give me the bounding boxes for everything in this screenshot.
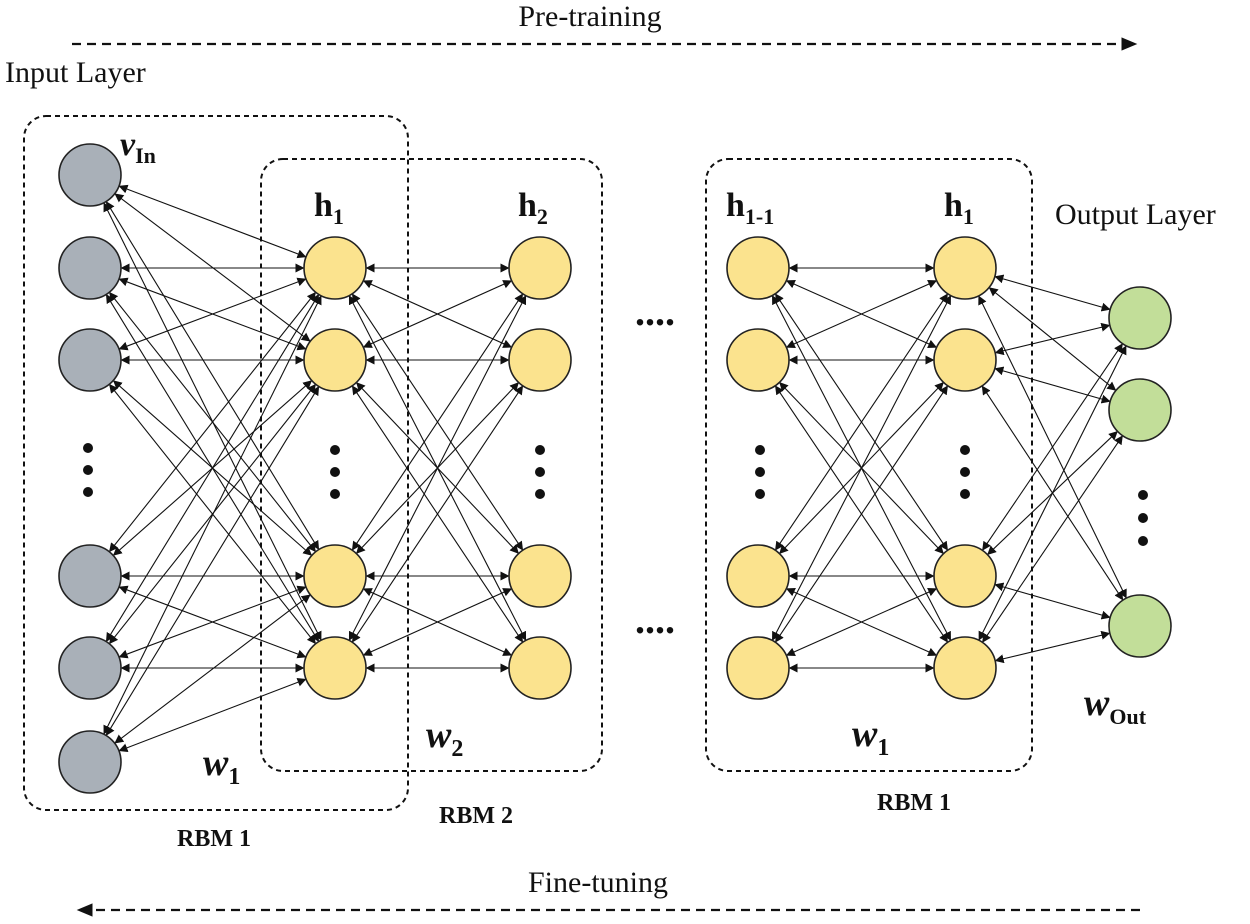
h1-right-node-4 [933,636,997,700]
h1-left-node-4 [303,636,367,700]
w2-label: w2 [426,714,463,762]
h1-right-node-1 [933,236,997,300]
h1-right-ellipsis-dot-2 [960,467,970,477]
connection-input-h1-0 [118,184,307,259]
output-layer-label: Output Layer [1055,198,1216,231]
h1-left-ellipsis-dot-1 [330,445,340,455]
rbm2-label: RBM 2 [439,803,513,829]
h1-right-ellipsis-dot-1 [960,445,970,455]
h2-node-4 [508,636,572,700]
h2-node-1 [508,236,572,300]
output-ellipsis-dot-3 [1138,536,1148,546]
pretraining-label: Pre-training [518,0,661,33]
connection-input-h1-2 [105,201,320,550]
output-node-2 [1108,378,1172,442]
h2-label: h2 [518,187,548,229]
output-ellipsis-dot-1 [1138,490,1148,500]
connection-input-h1-22 [114,594,311,744]
h2-ellipsis-dot-3 [535,489,545,499]
connection-h1-out-11 [994,630,1111,664]
connection-h1-out-10 [981,435,1124,643]
connection-input-h1-23 [118,677,307,753]
connection-h1-out-8 [994,582,1111,620]
h1-left-ellipsis-dot-3 [330,489,340,499]
rbm1-left-box [23,115,409,811]
input-node-3 [58,328,122,392]
input-node-1 [58,143,122,207]
hl-minus-1-node-4 [726,636,790,700]
hl-minus-1-ellipsis-dot-1 [755,445,765,455]
h1-left-label: h1 [314,187,344,229]
h1-left-ellipsis-dot-2 [330,467,340,477]
hl-minus-1-node-2 [726,328,790,392]
connection-input-h1-21 [105,386,320,736]
input-node-2 [58,236,122,300]
h1-right-node-3 [933,544,997,608]
h1-left-node-3 [303,544,367,608]
output-ellipsis-dot-2 [1138,513,1148,523]
vertical-ellipses [83,443,1148,546]
hl-minus-1-ellipsis-dot-2 [755,467,765,477]
input-layer-label: Input Layer [5,56,146,89]
hl-minus-1-node-1 [726,236,790,300]
h1-right-ellipsis-dot-3 [960,489,970,499]
connection-h1-h2-14 [362,588,513,656]
ellipsis-bottom: .... [635,597,675,642]
connection-h1-out-4 [994,366,1111,404]
h1-left-node-1 [303,236,367,300]
h1-right-node-2 [933,328,997,392]
connection-h1-out-9 [978,345,1127,641]
connections [103,184,1127,753]
w1-right-label: w1 [852,713,889,761]
input-node-5 [58,636,122,700]
output-node-3 [1108,594,1172,658]
connection-h1-out-3 [994,322,1111,356]
hl-minus-1-label: h1-1 [726,187,774,229]
hl-minus-1-node-3 [726,544,790,608]
input-node-4 [58,544,122,608]
ellipsis-top: .... [635,289,675,334]
h2-node-2 [508,328,572,392]
h2-ellipsis-dot-1 [535,445,545,455]
input-ellipsis-dot-2 [83,465,93,475]
h2-node-3 [508,544,572,608]
wout-label: wOut [1084,682,1147,729]
v-in-label: vIn [120,126,156,168]
h1-left-node-2 [303,328,367,392]
nodes [58,143,1172,794]
input-ellipsis-dot-1 [83,443,93,453]
input-ellipsis-dot-3 [83,487,93,497]
finetuning-label: Fine-tuning [528,866,668,899]
connection-h1-out-0 [994,274,1111,312]
connection-hl1-h1-14 [785,587,938,657]
rbm1-right-label: RBM 1 [877,790,951,816]
output-node-1 [1108,286,1172,350]
h2-ellipsis-dot-2 [535,467,545,477]
rbm1-left-label: RBM 1 [177,826,251,852]
input-node-6 [58,730,122,794]
w1-left-label: w1 [203,742,240,790]
h1-right-label: h1 [944,187,974,229]
hl-minus-1-ellipsis-dot-3 [755,489,765,499]
